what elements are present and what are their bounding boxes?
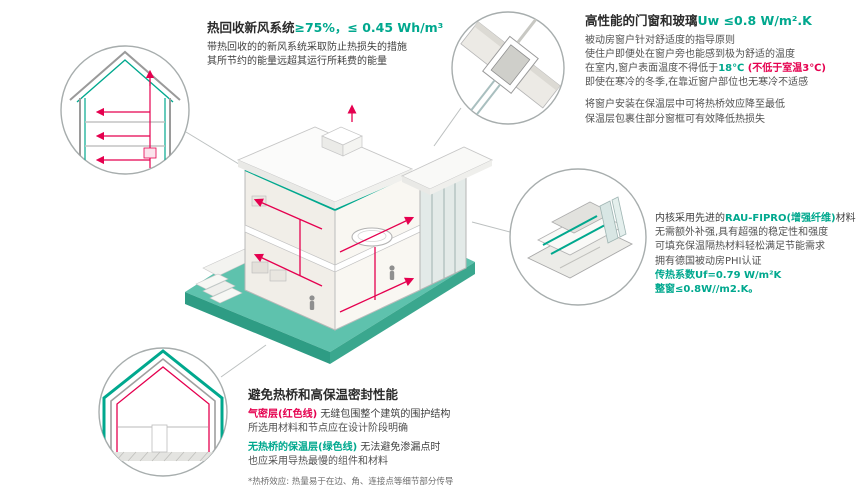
hrv-line-1: 带热回收的的新风系统采取防止热损失的措施 [207,41,407,53]
window-line-2: 使住户即便处在窗户旁也能感到极为舒适的温度 [585,48,795,60]
hrv-title: 热回收新风系统≥75%，≤ 0.45 Wh/m³ [207,20,507,36]
window-title-value: Uw ≤0.8 W/m².K [697,13,812,28]
window-title-label: 高性能的门窗和玻璃 [585,13,698,28]
hrv-annotation: 热回收新风系统≥75%，≤ 0.45 Wh/m³ 带热回收的的新风系统采取防止热… [207,20,507,69]
window-title: 高性能的门窗和玻璃Uw ≤0.8 W/m².K [585,13,860,29]
hrv-line-2: 其所节约的能量远超其运行所耗费的能量 [207,55,387,67]
airtight-layer-label: 气密层(红色线) [248,408,318,420]
bathtub-inner [357,230,387,242]
ventilation-ducts-sw [253,198,323,287]
thermal-line-3: 无热桥的保温层(绿色线) 无法避免渗漏点时 [248,441,568,455]
profile-line-3: 可填充保温隔热材料轻松满足节能需求 [655,241,825,253]
spacer [585,90,860,98]
profile-annotation: 内核采用先进的RAU-FIPRO(增强纤维)材料 无需额外补强,具有超强的稳定性… [655,212,863,297]
profile-line-1: 内核采用先进的RAU-FIPRO(增强纤维)材料 [655,212,863,226]
profile-line-1-post: 材料 [835,213,856,224]
window-line-3-temp: 18℃ [718,63,745,74]
mini-door [151,424,168,453]
window-corner-detail [457,12,561,124]
frame-profile-3d [527,196,633,279]
profile-material-name: RAU-FIPRO(增强纤维) [725,213,836,224]
wall-structure-line [110,357,216,452]
thermal-line-1: 气密层(红色线) 无缝包围整个建筑的围护结构 [248,408,568,422]
profile-line-4: 拥有德国被动房PHI认证 [655,255,762,267]
main-house-illustration [185,104,494,364]
ventilation-ducts-se [339,216,415,313]
window-annotation: 高性能的门窗和玻璃Uw ≤0.8 W/m².K 被动房窗户针对舒适度的指导原则 … [585,13,860,127]
window-line-3-note: (不低于室温3℃) [744,63,826,74]
callout-hrv-section [60,45,190,175]
profile-uw-value: 整窗≤0.8W//m2.K。 [655,283,759,295]
window-line-4: 即使在寒冷的冬季,在靠近窗户部位也无寒冷不适感 [585,77,809,89]
garden-steps [195,247,263,304]
insulation-layer-label: 无热桥的保温层(绿色线) [248,442,358,453]
thermal-line-2: 所选用材料和节点应在设计阶段明确 [248,422,408,434]
roof-slab-left [236,126,414,209]
window-line-3-pre: 在室内,窗户表面温度不得低于 [585,63,719,74]
mini-house-roof [69,50,181,101]
insulation-green-line [102,349,224,452]
hrv-title-value: ≥75%，≤ 0.45 Wh/m³ [294,20,444,35]
callout-thermal-section [98,347,228,477]
thermal-line-3-rest: 无法避免渗漏点时 [357,442,441,453]
callout-window-detail [451,11,565,125]
mini-roof-insulation [76,59,174,103]
airtight-red-line [116,366,210,452]
thermal-line-4: 也应采用导热最慢的组件和材料 [248,456,388,468]
profile-line-1-pre: 内核采用先进的 [655,213,725,224]
mini-ground [100,452,226,461]
hrv-title-label: 热回收新风系统 [207,20,295,35]
profile-line-2: 无需额外补强,具有超强的稳定性和强度 [655,227,829,239]
site-platform-side-right [330,262,475,364]
thermal-footnote: *热桥效应: 热量易于在边、角、连接点等细节部分传导 [248,477,454,488]
thermal-title: 避免热桥和高保温密封性能 [248,387,399,402]
hrv-unit [143,147,157,159]
callout-window-profile [509,168,647,306]
profile-uf-value: 传热系数Uf=0.79 W/m²K [655,269,782,281]
thermal-line-1-rest: 无缝包围整个建筑的围护结构 [317,408,451,420]
rooftop-vent-box [321,126,363,157]
site-platform-side-left [185,292,330,364]
window-line-5: 将窗户安装在保温层中可将热桥效应降至最低 [585,99,785,111]
person-figures [309,265,395,310]
window-line-3: 在室内,窗户表面温度不得低于18℃ (不低于室温3℃) [585,62,860,76]
roof-slab-right [400,146,494,195]
window-line-6: 保温层包裹住部分窗框可有效降低热损失 [585,113,765,125]
thermal-annotation: 避免热桥和高保温密封性能 气密层(红色线) 无缝包围整个建筑的围护结构 所选用材… [248,387,568,488]
window-line-1: 被动房窗户针对舒适度的指导原则 [585,34,735,46]
